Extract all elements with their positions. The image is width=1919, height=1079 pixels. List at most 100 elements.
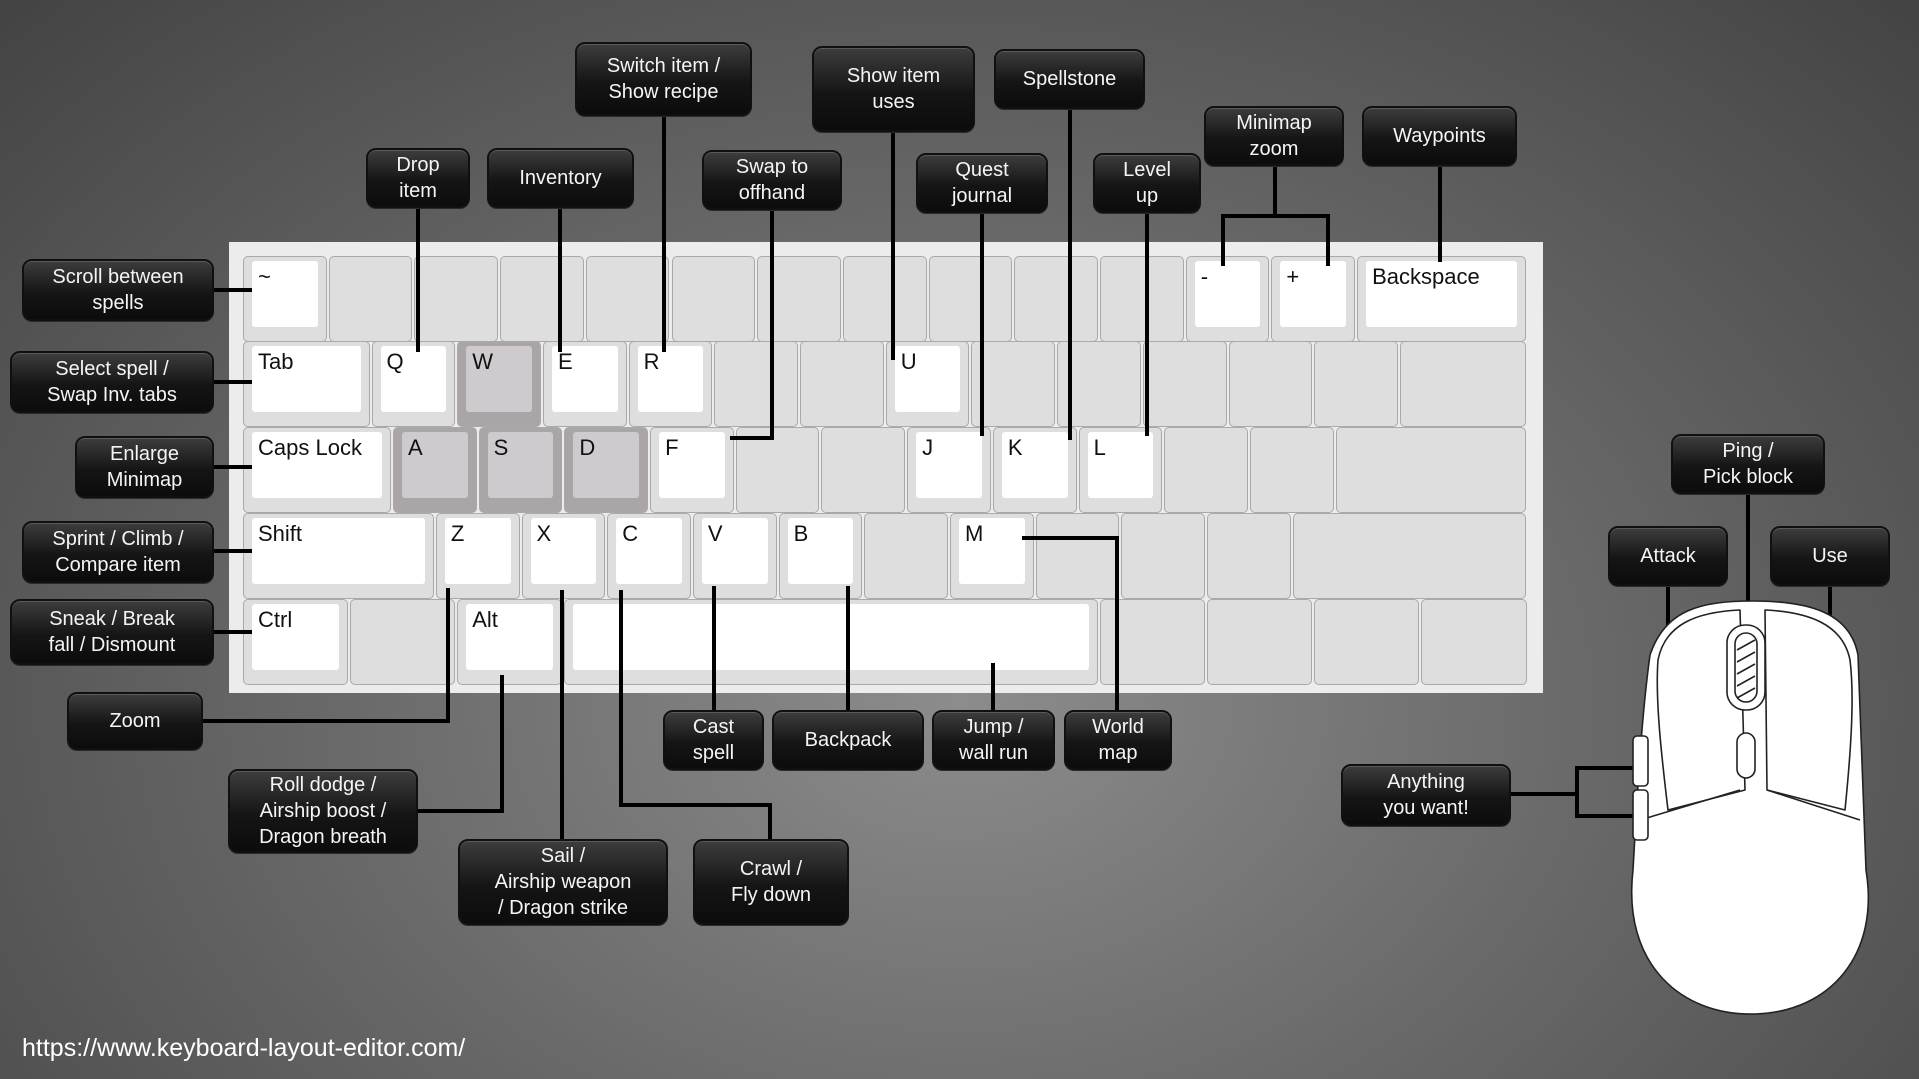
key-blank	[1100, 256, 1184, 342]
callout-scroll-spells: Scroll between spells	[22, 259, 214, 321]
key-label: Tab	[258, 349, 294, 374]
key-label: M	[965, 521, 984, 546]
key-blank	[1014, 256, 1098, 342]
key-blank	[1292, 513, 1527, 599]
key-shift: Shift	[243, 513, 434, 599]
key-label: Caps Lock	[258, 435, 362, 460]
callout-sprint: Sprint / Climb / Compare item	[22, 521, 214, 583]
key-x: X	[521, 513, 606, 599]
connector-line	[1575, 794, 1642, 818]
key-label: F	[665, 435, 679, 460]
key-u: U	[885, 341, 970, 427]
callout-ping: Ping / Pick block	[1671, 434, 1825, 494]
key-label: Alt	[472, 607, 498, 632]
keycap-top	[1280, 261, 1347, 327]
key-label: Q	[386, 349, 404, 374]
callout-attack: Attack	[1608, 526, 1728, 586]
key-label: J	[922, 435, 934, 460]
keycap-top	[1001, 432, 1068, 498]
keycap-top	[252, 518, 425, 584]
key-label: +	[1286, 264, 1300, 289]
key-d: D	[564, 427, 649, 513]
key-blank	[500, 256, 584, 342]
connector-line	[1221, 166, 1277, 266]
key-blank	[1249, 427, 1334, 513]
callout-quest-journal: Quest journal	[916, 153, 1048, 213]
callout-switch-item: Switch item / Show recipe	[575, 42, 752, 116]
key-tilde: ~	[243, 256, 327, 342]
key-blank	[1314, 341, 1398, 427]
key-blank	[971, 341, 1056, 427]
key-space	[564, 599, 1098, 685]
callout-cast-spell: Cast spell	[663, 710, 764, 770]
key-backspace: Backspace	[1357, 256, 1527, 342]
key-s: S	[478, 427, 563, 513]
keycap-top	[659, 432, 725, 498]
callout-minimap-zoom: Minimap zoom	[1204, 106, 1344, 166]
keycap-top	[466, 604, 554, 670]
key-blank	[864, 513, 948, 599]
key-blank	[1142, 341, 1227, 427]
key-w: W	[457, 341, 541, 427]
callout-show-item-uses: Show item uses	[812, 46, 975, 132]
keycap-top	[894, 346, 961, 412]
key-minus: -	[1185, 256, 1270, 342]
key-c: C	[607, 513, 691, 599]
source-url[interactable]: https://www.keyboard-layout-editor.com/	[22, 1034, 466, 1062]
callout-sneak: Sneak / Break fall / Dismount	[10, 599, 214, 665]
key-label: -	[1200, 264, 1209, 289]
callout-roll-dodge: Roll dodge / Airship boost / Dragon brea…	[228, 769, 418, 853]
keycap-top	[530, 518, 597, 584]
key-q: Q	[371, 341, 456, 427]
key-z: Z	[435, 513, 520, 599]
key-label: ~	[258, 264, 271, 289]
keycap-top	[252, 604, 340, 670]
keycap-top	[466, 346, 532, 412]
callout-swap-offhand: Swap to offhand	[702, 150, 842, 210]
key-label: X	[536, 521, 552, 546]
key-label: R	[643, 349, 660, 374]
key-plus: +	[1271, 256, 1356, 342]
connector-line	[1511, 766, 1642, 796]
keycap-top	[252, 346, 361, 412]
keycap-top	[616, 518, 682, 584]
keycap-top	[401, 432, 468, 498]
keycap-top	[487, 432, 554, 498]
key-label: U	[900, 349, 917, 374]
callout-select-spell: Select spell / Swap Inv. tabs	[10, 351, 214, 413]
key-label: Ctrl	[258, 607, 293, 632]
callout-use: Use	[1770, 526, 1890, 586]
key-blank	[1207, 599, 1313, 685]
connector-line	[418, 675, 504, 813]
connector-line	[1275, 214, 1330, 266]
callout-inventory: Inventory	[487, 148, 634, 208]
connector-line	[730, 210, 774, 440]
key-blank	[1228, 341, 1313, 427]
callout-sail: Sail / Airship weapon / Dragon strike	[458, 839, 668, 925]
key-label: K	[1007, 435, 1023, 460]
key-blank	[1035, 513, 1120, 599]
key-blank	[350, 599, 456, 685]
keycap-top	[1366, 261, 1518, 327]
keycap-top	[252, 432, 382, 498]
key-label: V	[707, 521, 723, 546]
key-ctrl: Ctrl	[243, 599, 349, 685]
key-blank	[821, 427, 906, 513]
key-m: M	[950, 513, 1034, 599]
callout-enlarge-minimap: Enlarge Minimap	[75, 436, 214, 498]
key-label: C	[622, 521, 639, 546]
key-blank	[842, 256, 927, 342]
callout-crawl: Crawl / Fly down	[693, 839, 849, 925]
key-blank	[1164, 427, 1248, 513]
connector-line	[203, 588, 450, 723]
callout-spellstone: Spellstone	[994, 49, 1145, 109]
key-label: A	[407, 435, 423, 460]
callout-drop-item: Drop item	[366, 148, 470, 208]
key-blank	[735, 427, 820, 513]
keycap-top	[444, 518, 511, 584]
mouse-icon	[1630, 600, 1870, 1015]
key-label: S	[493, 435, 509, 460]
keycap-top	[1194, 261, 1261, 327]
